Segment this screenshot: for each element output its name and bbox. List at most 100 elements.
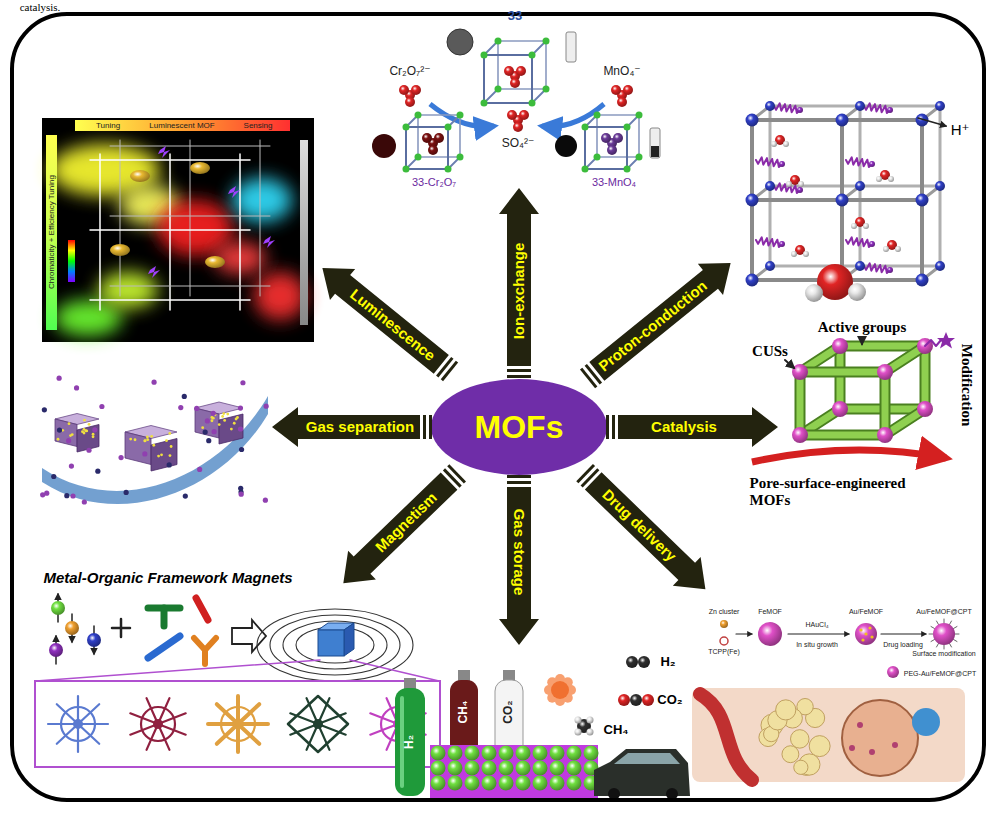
spin-carrier (49, 643, 63, 657)
car-body (594, 749, 690, 796)
anion-atom (411, 85, 421, 95)
glow-spot (54, 300, 122, 336)
gas-molecule (240, 380, 245, 385)
gas-molecule (57, 376, 62, 381)
stored-gas (448, 761, 463, 776)
metal-site (792, 427, 808, 443)
step-label: In situ growth (796, 641, 838, 649)
step-arrow (881, 633, 926, 634)
surface-chain (950, 644, 952, 647)
spring-chain (864, 103, 890, 113)
membrane-swoosh (42, 396, 268, 504)
anion-atom (422, 133, 432, 143)
leader-arrow (861, 338, 863, 344)
luminescence-panel (42, 118, 314, 342)
cube-corner (415, 112, 422, 119)
framework-dot (150, 435, 153, 438)
cube-corner (636, 112, 643, 119)
step-arrow (788, 633, 849, 634)
gold-dot (868, 626, 871, 629)
crystal-right (77, 425, 99, 453)
framework-dot (68, 422, 71, 425)
cube-corner (403, 124, 410, 131)
leader-line (350, 660, 439, 681)
framework-dot (226, 413, 229, 416)
gas-separation-panel (40, 376, 269, 505)
arrow-tail-bar (612, 415, 615, 439)
metal-node (765, 101, 775, 111)
chain-end (887, 107, 893, 113)
panel-title: Metal-Organic Framework Magnets (43, 569, 292, 586)
application-arrow: Luminescence (309, 253, 462, 388)
gold-sphere (130, 170, 150, 182)
arrow-label: Magnetism (372, 489, 440, 556)
water-hydrogen (848, 283, 866, 301)
gas-molecule (263, 498, 268, 503)
metal-site (877, 364, 893, 380)
anion-atom (623, 85, 633, 95)
arrow-label: Ion-exchange (510, 243, 527, 340)
anion-atom (607, 145, 617, 155)
framework-dot (92, 435, 95, 438)
hydrogen-atom (575, 717, 582, 724)
anion-atom (504, 66, 514, 76)
cube-corner (543, 38, 550, 45)
grid-line (90, 299, 250, 301)
gas-molecule (206, 438, 211, 443)
anion-atom (434, 133, 444, 143)
chain-end (869, 241, 875, 247)
arrow-label: Gas separation (306, 418, 414, 435)
water-hydrogen (883, 246, 889, 252)
water-hydrogen (783, 141, 789, 147)
framework-dot (71, 433, 74, 436)
framework-dot (83, 428, 86, 431)
stored-gas (499, 776, 514, 791)
surface-chain (931, 640, 934, 642)
leader-line (918, 118, 946, 126)
anion-atom (399, 85, 409, 95)
framework-dot (230, 428, 233, 431)
leader-line (36, 660, 320, 681)
gas-molecule (238, 426, 243, 431)
arrow-label: Drug delivery (599, 486, 680, 565)
metal-node (836, 114, 849, 127)
cube-corner (445, 166, 452, 173)
ion-exchange-panel (372, 29, 660, 173)
anion-atom (510, 78, 520, 88)
gas-molecule (118, 455, 123, 460)
framework-dot (88, 423, 91, 426)
part-label: CUSs (752, 343, 788, 360)
gas-molecule (239, 447, 244, 452)
step-label: TCPP(Fe) (708, 648, 740, 656)
tumor-cell (776, 700, 796, 720)
spring-chain (756, 237, 782, 247)
cube-corner (481, 100, 488, 107)
chain-end (869, 161, 875, 167)
proton-panel (746, 101, 947, 302)
vial-photo (650, 128, 660, 158)
stored-gas (584, 746, 599, 761)
ligand-stick (161, 608, 168, 626)
surface-chain (931, 627, 934, 629)
framework-motif (141, 707, 175, 741)
framework-dot (57, 438, 60, 441)
cube-corner (624, 124, 631, 131)
panel-caption: Pore-surface-engineered MOFs (750, 475, 935, 510)
zn-cluster (720, 620, 728, 628)
outer-frame (12, 14, 984, 800)
grid-line (110, 286, 270, 287)
crystal-right (219, 414, 243, 444)
stored-gas (550, 776, 565, 791)
metal-node (916, 194, 929, 207)
figure-caption-fragment: catalysis. (20, 1, 61, 14)
oxygen-atom (642, 694, 654, 706)
step-label: Drug loading (883, 641, 923, 649)
framework-dot (236, 416, 239, 419)
water-hydrogen (798, 181, 804, 187)
gold-dot (864, 632, 867, 635)
linker-rod (800, 430, 885, 441)
gold-dot (859, 628, 862, 631)
step-label: HAuCl₄ (805, 621, 828, 629)
metal-node (935, 101, 945, 111)
compound-number: 33 (508, 9, 522, 24)
